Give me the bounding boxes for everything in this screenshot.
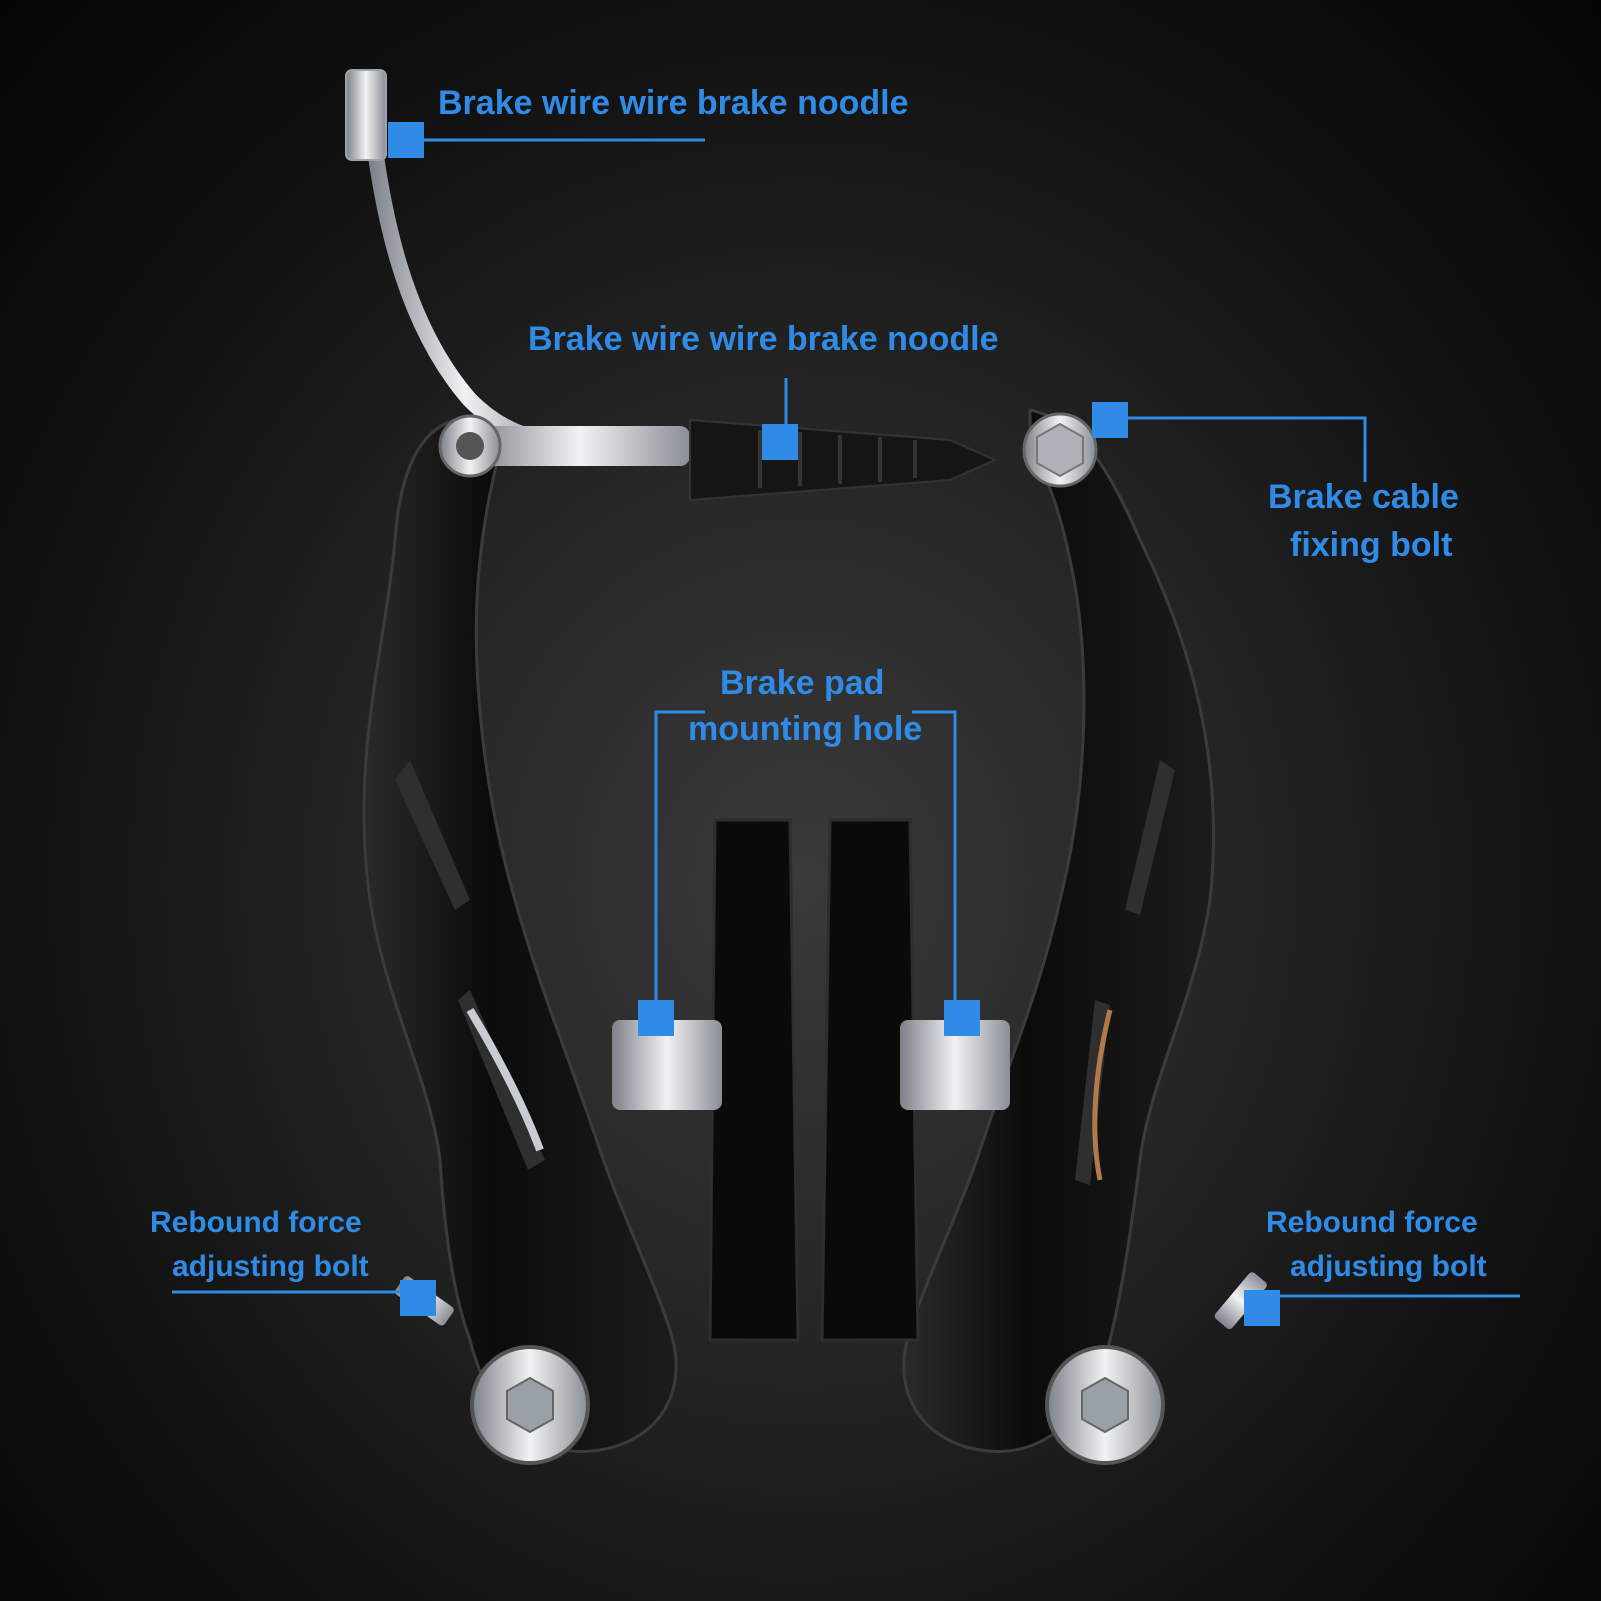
left-brake-arm [362, 418, 678, 1453]
callout-markers [388, 122, 1280, 1326]
label-cable-bolt-line2: fixing bolt [1290, 526, 1453, 564]
label-pad-hole-line1: Brake pad [720, 664, 885, 702]
label-pad-hole-line2: mounting hole [688, 710, 923, 748]
noodle-holder-and-boot [438, 414, 998, 502]
brake-pad-right [820, 818, 1010, 1342]
label-noodle-top: Brake wire wire brake noodle [438, 84, 909, 122]
label-rebound-left-line1: Rebound force [150, 1206, 362, 1239]
right-brake-arm [902, 408, 1215, 1453]
label-rebound-right-line2: adjusting bolt [1290, 1250, 1487, 1283]
left-pivot-bolt [470, 1345, 590, 1465]
right-rebound-bolt [1214, 1272, 1267, 1330]
label-noodle-mid: Brake wire wire brake noodle [528, 320, 999, 358]
callout-lines [172, 138, 1520, 1298]
brake-pad-left [612, 818, 800, 1342]
label-rebound-left-line2: adjusting bolt [172, 1250, 369, 1283]
cable-fixing-bolt [1022, 412, 1098, 488]
label-cable-bolt-line1: Brake cable [1268, 478, 1459, 516]
label-rebound-right-line1: Rebound force [1266, 1206, 1478, 1239]
right-pivot-bolt [1045, 1345, 1165, 1465]
